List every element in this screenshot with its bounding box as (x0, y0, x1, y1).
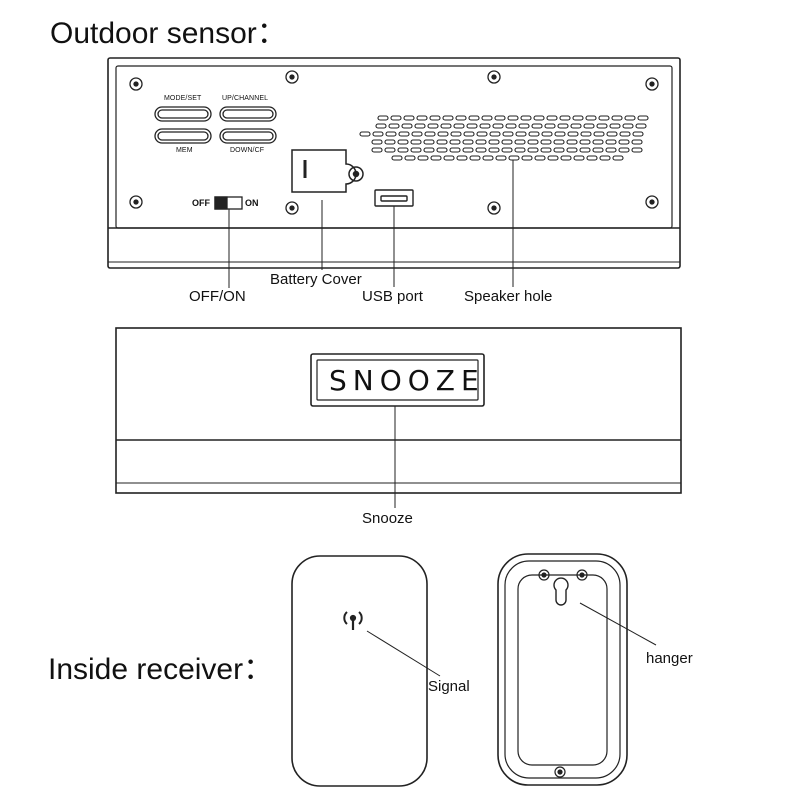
mem-label: MEM (176, 147, 193, 154)
receiver-back-view (497, 553, 657, 786)
button-icons (154, 106, 277, 144)
usb-port-icon (374, 189, 414, 207)
inside-receiver-title: Inside receiver： (48, 653, 274, 686)
hanger-callout: hanger (646, 650, 693, 667)
signal-icon (343, 611, 363, 630)
power-switch-icon (214, 196, 243, 210)
sensor-front-view (115, 327, 682, 508)
receiver-front-view (291, 555, 441, 787)
hanger-icon (553, 577, 569, 606)
up-channel-label: UP/CHANNEL (222, 95, 269, 102)
speaker-hole-callout: Speaker hole (464, 288, 553, 305)
off-on-callout: OFF/ON (189, 288, 246, 305)
outdoor-sensor-title: Outdoor sensor： (50, 17, 287, 50)
battery-cover-icon (291, 149, 364, 193)
snooze-button: SNOOZE (329, 364, 485, 397)
signal-callout: Signal (428, 678, 470, 695)
battery-cover-callout: Battery Cover (270, 271, 362, 288)
switch-on-label: ON (245, 198, 259, 208)
callout-lines-top (228, 160, 514, 288)
usb-port-callout: USB port (362, 288, 423, 305)
down-cf-label: DOWN/CF (230, 147, 265, 154)
snooze-callout: Snooze (362, 510, 413, 527)
speaker-hole-icon (359, 115, 649, 161)
switch-off-label: OFF (192, 198, 210, 208)
mode-set-label: MODE/SET (164, 95, 202, 102)
screw-icon (129, 70, 659, 215)
